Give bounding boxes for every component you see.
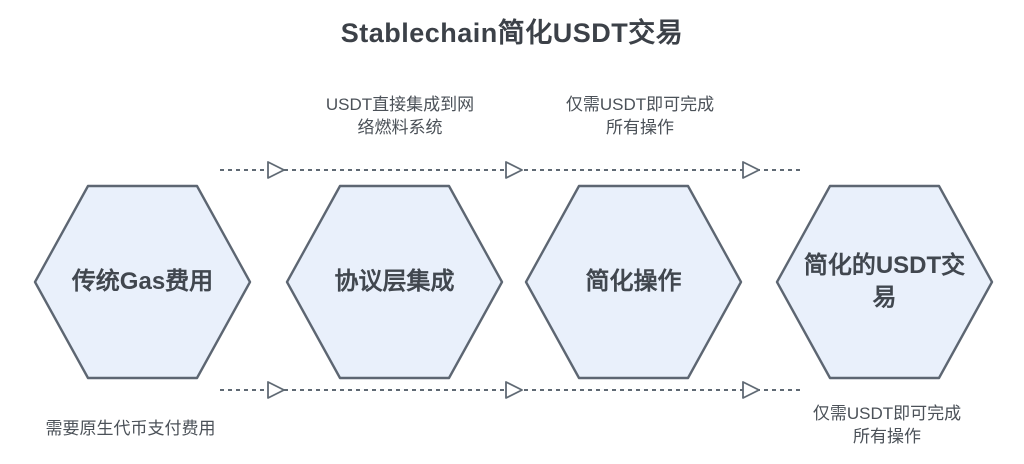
hexagon-node-simplified-ops: 简化操作 xyxy=(524,184,743,380)
hexagon-node-traditional-gas: 传统Gas费用 xyxy=(33,184,252,380)
hexagon-node-label: 协议层集成 xyxy=(334,268,455,295)
hexagon-shape xyxy=(775,184,994,380)
diagram-title: Stablechain简化USDT交易 xyxy=(340,18,684,48)
hexagon-node-label: 简化的USDT交易 xyxy=(803,252,966,311)
annotation-usdt-completes-top: 仅需USDT即可完成 所有操作 xyxy=(565,95,715,137)
arrowhead-icon xyxy=(505,161,523,179)
arrowhead-icon xyxy=(267,381,285,399)
hexagon-shape xyxy=(33,184,252,380)
annotation-usdt-completes-bottom: 仅需USDT即可完成 所有操作 xyxy=(812,404,962,446)
hexagon-node-simplified-usdt-tx: 简化的USDT交易 xyxy=(775,184,994,380)
hexagon-shape xyxy=(524,184,743,380)
annotation-protocol-integration: USDT直接集成到网 络燃料系统 xyxy=(325,95,475,137)
dashed-flow-arrow-bottom xyxy=(220,381,800,399)
arrowhead-icon xyxy=(505,381,523,399)
dashed-flow-arrow-top xyxy=(220,161,800,179)
arrowhead-icon xyxy=(742,381,760,399)
hexagon-shape xyxy=(285,184,504,380)
arrowhead-icon xyxy=(267,161,285,179)
hexagon-node-protocol-layer: 协议层集成 xyxy=(285,184,504,380)
arrowhead-icon xyxy=(742,161,760,179)
annotation-native-token-fee: 需要原生代币支付费用 xyxy=(45,419,216,438)
hexagon-node-label: 简化操作 xyxy=(585,268,682,295)
hexagon-node-label: 传统Gas费用 xyxy=(71,268,214,295)
